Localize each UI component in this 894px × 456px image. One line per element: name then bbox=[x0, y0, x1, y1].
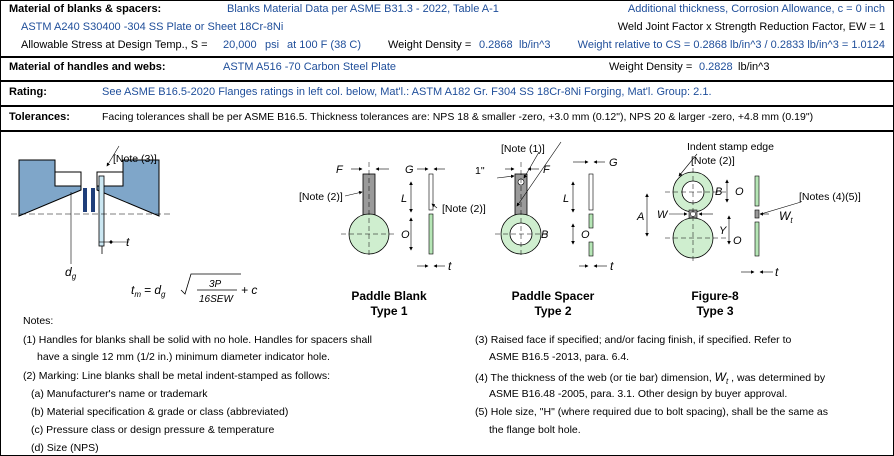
type3-b-label: B bbox=[715, 186, 722, 198]
handles-material-spec: ASTM A516 -70 Carbon Steel Plate bbox=[223, 61, 397, 73]
type2-caption-a: Paddle Spacer bbox=[512, 289, 595, 303]
type3-t-label: t bbox=[775, 265, 779, 279]
note-2: (2) Marking: Line blanks shall be metal … bbox=[23, 370, 330, 382]
type3-wt-label: Wt bbox=[779, 209, 793, 225]
rating-text: See ASME B16.5-2020 Flanges ratings in l… bbox=[102, 86, 712, 98]
type1-caption-b: Type 1 bbox=[370, 304, 407, 318]
type2-f-label: F bbox=[543, 164, 551, 176]
type1-caption-a: Paddle Blank bbox=[351, 289, 427, 303]
blank-types-diagram: [Note (3)] t dg tm= dg 3P 16SEW + c bbox=[11, 141, 861, 318]
handles-density-label: Weight Density = bbox=[609, 61, 693, 73]
note-2a: (a) Manufacturer's name or trademark bbox=[31, 388, 208, 400]
t-label-1: t bbox=[126, 235, 130, 249]
note-5b: the flange bolt hole. bbox=[489, 424, 581, 436]
row-material-blanks: Material of blanks & spacers: Blanks Mat… bbox=[1, 3, 893, 17]
note-3b: ASME B16.5 -2013, para. 6.4. bbox=[489, 351, 630, 363]
figure-8-drawing bbox=[645, 153, 802, 274]
row-material-spec: ASTM A240 S30400 -304 SS Plate or Sheet … bbox=[1, 21, 893, 35]
note-1b: have a single 12 mm (1/2 in.) minimum di… bbox=[37, 351, 330, 363]
type1-l-label: L bbox=[401, 193, 407, 205]
allowable-stress-value: 20,000 bbox=[223, 39, 257, 51]
type3-y-label: Y bbox=[719, 225, 727, 237]
note-3a: (3) Raised face if specified; and/or fac… bbox=[475, 334, 792, 346]
formula-lhs: tm= dg bbox=[131, 283, 166, 299]
formula-denominator: 16SEW bbox=[199, 294, 234, 305]
weight-relative-cs: Weight relative to CS = 0.2868 lb/in^3 /… bbox=[577, 39, 885, 51]
blanks-material-spec: ASTM A240 S30400 -304 SS Plate or Sheet … bbox=[21, 21, 284, 33]
type3-note2: [Note (2)] bbox=[691, 155, 735, 167]
type3-w-label: W bbox=[657, 209, 669, 221]
type1-o-label: O bbox=[401, 229, 410, 241]
note-3-label: [Note (3)] bbox=[113, 153, 157, 165]
type1-note2-b: [Note (2)] bbox=[442, 203, 486, 215]
type3-o-label-2: O bbox=[733, 235, 742, 247]
note-4b: ASME B16.48 -2005, para. 3.1. Other desi… bbox=[489, 388, 788, 400]
note-1a: (1) Handles for blanks shall be solid wi… bbox=[23, 334, 373, 346]
tolerances-label: Tolerances: bbox=[9, 111, 70, 123]
corrosion-allowance: Additional thickness, Corrosion Allowanc… bbox=[627, 3, 885, 15]
paddle-spacer-drawing bbox=[495, 141, 607, 268]
type2-g-label: G bbox=[609, 157, 618, 169]
row-allowable-stress: Allowable Stress at Design Temp., S = 20… bbox=[1, 39, 893, 53]
type1-f-label: F bbox=[336, 164, 344, 176]
formula-plus-c: + c bbox=[241, 283, 257, 297]
flange-assembly-drawing bbox=[11, 145, 171, 264]
type2-b-label: B bbox=[541, 229, 548, 241]
allowable-stress-temp: at 100 F (38 C) bbox=[287, 39, 361, 51]
type1-t-label: t bbox=[448, 259, 452, 273]
type1-g-label: G bbox=[405, 164, 414, 176]
note-5a: (5) Hole size, "H" (where required due t… bbox=[475, 406, 828, 418]
note-2d: (d) Size (NPS) bbox=[31, 442, 99, 454]
type3-caption-a: Figure-8 bbox=[691, 289, 739, 303]
type2-o-label: O bbox=[581, 229, 590, 241]
type3-a-label: A bbox=[636, 211, 644, 223]
allowable-stress-unit: psi bbox=[265, 39, 280, 51]
formula-numerator: 3P bbox=[209, 279, 222, 290]
indent-stamp-label: Indent stamp edge bbox=[687, 141, 774, 153]
handles-density-value: 0.2828 bbox=[699, 61, 733, 73]
allowable-stress-label: Allowable Stress at Design Temp., S = bbox=[21, 39, 208, 51]
type2-t-label: t bbox=[610, 259, 614, 273]
weight-density-value: 0.2868 bbox=[479, 39, 513, 51]
row-tolerances: Tolerances: Facing tolerances shall be p… bbox=[1, 111, 893, 125]
note-2b: (b) Material specification & grade or cl… bbox=[31, 406, 289, 418]
type2-one-inch: 1" bbox=[475, 165, 485, 177]
weight-density-unit: lb/in^3 bbox=[519, 39, 551, 51]
note-4a: (4) The thickness of the web (or tie bar… bbox=[475, 370, 826, 387]
rating-label: Rating: bbox=[9, 86, 47, 98]
material-blanks-label: Material of blanks & spacers: bbox=[9, 3, 162, 15]
weld-joint-factor: Weld Joint Factor x Strength Reduction F… bbox=[617, 21, 885, 33]
type2-caption-b: Type 2 bbox=[534, 304, 571, 318]
type1-note2: [Note (2)] bbox=[299, 191, 343, 203]
type2-note1: [Note (1)] bbox=[501, 143, 545, 155]
weight-density-label: Weight Density = bbox=[388, 39, 472, 51]
note-2c: (c) Pressure class or design pressure & … bbox=[31, 424, 275, 436]
thickness-formula: tm= dg 3P 16SEW + c bbox=[131, 273, 257, 305]
tolerances-text: Facing tolerances shall be per ASME B16.… bbox=[102, 111, 814, 123]
type3-caption-b: Type 3 bbox=[696, 304, 733, 318]
blanks-material-source: Blanks Material Data per ASME B31.3 - 20… bbox=[227, 3, 499, 15]
handles-density-unit: lb/in^3 bbox=[738, 61, 770, 73]
type3-notes45: [Notes (4)(5)] bbox=[799, 191, 861, 203]
type2-l-label: L bbox=[563, 193, 569, 205]
paddle-blank-drawing bbox=[341, 162, 445, 268]
material-handles-label: Material of handles and webs: bbox=[9, 61, 166, 73]
type3-o-label-1: O bbox=[735, 186, 744, 198]
row-rating: Rating: See ASME B16.5-2020 Flanges rati… bbox=[1, 86, 893, 100]
dg-label: dg bbox=[65, 265, 77, 281]
notes-title: Notes: bbox=[23, 315, 54, 327]
row-material-handles: Material of handles and webs: ASTM A516 … bbox=[1, 61, 893, 75]
